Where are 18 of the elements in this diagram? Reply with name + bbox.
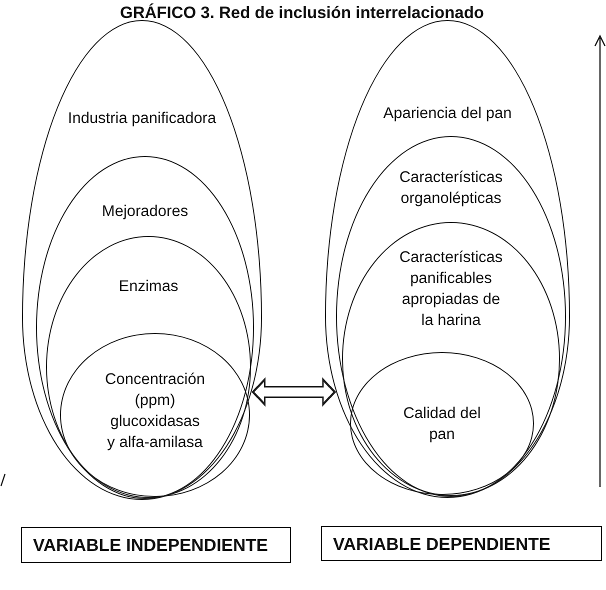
variable-box: VARIABLE INDEPENDIENTE — [21, 527, 291, 563]
concept-label: Características panificables apropiadas de la harina — [399, 248, 503, 331]
inclusion-ellipse — [46, 236, 251, 498]
concept-label: Mejoradores — [102, 202, 188, 222]
concept-label: Características organolépticas — [399, 168, 503, 209]
inclusion-ellipse — [36, 156, 254, 499]
inclusion-ellipse — [60, 333, 250, 497]
concept-label: Calidad del pan — [403, 404, 481, 445]
inclusion-ellipse — [336, 136, 566, 497]
double-arrow — [252, 377, 336, 407]
inclusion-ellipse — [342, 222, 560, 496]
concept-label: Apariencia del pan — [383, 104, 512, 124]
diagram-title: GRÁFICO 3. Red de inclusión interrelacionado — [120, 3, 484, 23]
concept-label: Enzimas — [118, 277, 178, 297]
concept-label: Concentración (ppm) glucoxidasas y alfa-amilasa — [105, 370, 205, 453]
concept-label: Industria panificadora — [68, 109, 216, 129]
inclusion-ellipse — [350, 352, 534, 495]
variable-box: VARIABLE DEPENDIENTE — [321, 526, 602, 561]
